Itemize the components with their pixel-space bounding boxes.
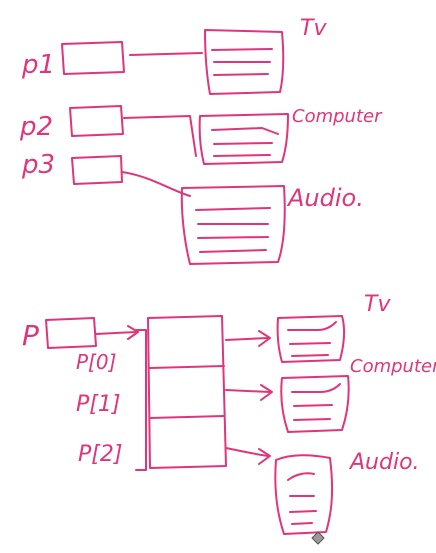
- object-audio-bottom: [274, 454, 334, 535]
- pointer-p1: [61, 41, 203, 75]
- link-p2-computer: [123, 115, 197, 157]
- pointer-array: [135, 315, 227, 471]
- link-P-array: [95, 331, 137, 335]
- label-tv-bottom: Tv: [364, 292, 391, 317]
- pen-cursor-icon: [311, 531, 325, 545]
- label-P0: P[0]: [76, 350, 117, 374]
- label-p2: p2: [20, 112, 54, 142]
- link-p3-audio: [121, 171, 191, 197]
- pointer-p2: [69, 105, 197, 157]
- label-computer-top: Computer: [292, 106, 382, 127]
- pointer-box-p3: [71, 155, 123, 185]
- object-computer-bottom: [280, 375, 350, 433]
- label-tv-top: Tv: [300, 16, 327, 41]
- top-diagram: [61, 29, 289, 265]
- label-computer-bottom: Computer: [350, 356, 436, 377]
- pointer-p3: [71, 155, 191, 197]
- object-computer-top: [198, 113, 289, 165]
- pointer-box-P: [45, 317, 97, 349]
- label-P2: P[2]: [78, 442, 123, 467]
- pointer-box-p1: [61, 41, 125, 75]
- arrowhead-P-array: [127, 325, 139, 340]
- label-P1: P[1]: [76, 392, 121, 417]
- label-P: P: [22, 319, 39, 352]
- object-tv-top: [204, 29, 285, 95]
- object-audio-top: [180, 185, 286, 265]
- pointer-P: [45, 317, 139, 349]
- label-audio-bottom: Audio.: [350, 450, 420, 475]
- label-p1: p1: [22, 50, 56, 80]
- array-links: [225, 330, 273, 465]
- label-audio-top: Audio.: [288, 184, 364, 212]
- pointer-box-p2: [69, 105, 124, 137]
- bottom-diagram: [45, 315, 350, 545]
- object-tv-bottom: [276, 315, 346, 363]
- link-p1-tv: [129, 52, 203, 56]
- label-p3: p3: [22, 150, 56, 180]
